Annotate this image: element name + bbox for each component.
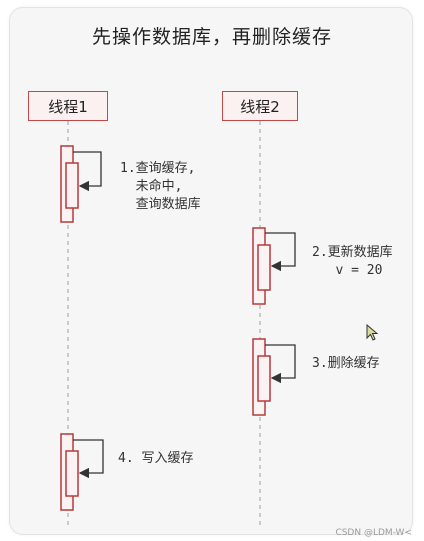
lifeline-thread-1: 线程1 <box>28 91 108 121</box>
lifeline-thread-2: 线程2 <box>222 91 298 121</box>
watermark: CSDN @LDM-W< <box>335 528 412 538</box>
step-3-line-1: 3.删除缓存 <box>312 356 380 371</box>
step-3-note: 3.删除缓存 <box>312 355 380 373</box>
self-call-3 <box>265 344 296 384</box>
activation-1-inner <box>65 162 79 209</box>
diagram-title: 先操作数据库，再删除缓存 <box>91 26 332 48</box>
mouse-cursor-icon <box>366 324 379 341</box>
step-4-note: 4. 写入缓存 <box>118 450 193 468</box>
self-call-1 <box>73 151 102 192</box>
self-call-2 <box>265 232 296 272</box>
step-1-line-2: 未命中, <box>120 179 183 194</box>
self-call-4 <box>73 439 104 479</box>
step-2-line-1: 2.更新数据库 <box>312 245 393 260</box>
step-1-line-1: 1.查询缓存, <box>120 161 196 176</box>
step-2-note: 2.更新数据库 v = 20 <box>312 244 393 280</box>
step-1-line-3: 查询数据库 <box>120 197 201 212</box>
activation-4-inner <box>65 450 79 497</box>
step-4-line-1: 4. 写入缓存 <box>118 451 194 466</box>
activation-3-inner <box>257 355 271 402</box>
activation-2-inner <box>257 244 271 291</box>
step-1-note: 1.查询缓存, 未命中, 查询数据库 <box>120 160 201 214</box>
step-2-line-2: v = 20 <box>312 263 383 278</box>
